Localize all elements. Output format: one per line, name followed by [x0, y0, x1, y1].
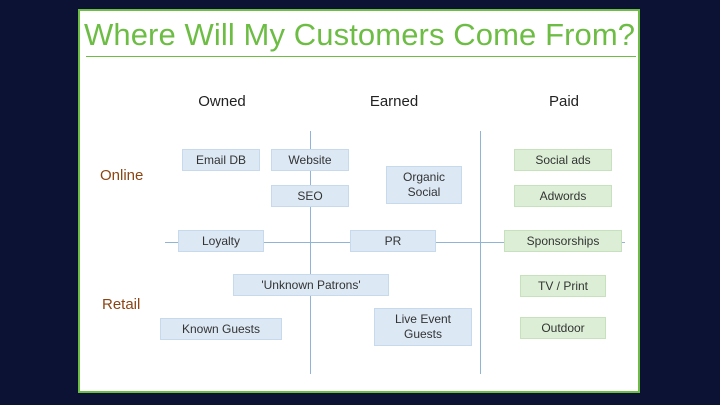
item-tv-print: TV / Print — [520, 275, 606, 297]
slide: Where Will My Customers Come From? Owned… — [78, 9, 640, 393]
item-live-event-guests-line1: Live Event — [394, 312, 452, 326]
item-website: Website — [271, 149, 349, 171]
row-header-online: Online — [100, 167, 144, 184]
item-social-ads-label: Social ads — [535, 152, 591, 167]
title-divider — [86, 56, 636, 57]
item-sponsorships-label: Sponsorships — [526, 233, 600, 248]
item-known-guests-label: Known Guests — [181, 321, 261, 336]
item-unknown-patrons-label: 'Unknown Patrons' — [261, 277, 361, 292]
row-header-retail: Retail — [102, 296, 141, 313]
item-seo-label: SEO — [297, 188, 323, 203]
slide-title: Where Will My Customers Come From? — [84, 17, 636, 52]
item-adwords: Adwords — [514, 185, 612, 207]
item-adwords-label: Adwords — [539, 188, 587, 203]
item-pr: PR — [350, 230, 436, 252]
item-loyalty: Loyalty — [178, 230, 264, 252]
column-header-owned: Owned — [198, 93, 246, 110]
item-seo: SEO — [271, 185, 349, 207]
item-known-guests: Known Guests — [160, 318, 282, 340]
item-live-event-guests: Live Event Guests — [374, 308, 472, 346]
item-organic-social: Organic Social — [386, 166, 462, 204]
item-pr-label: PR — [384, 233, 402, 248]
item-organic-social-line2: Social — [407, 185, 441, 199]
item-email-db: Email DB — [182, 149, 260, 171]
item-tv-print-label: TV / Print — [537, 278, 588, 293]
item-sponsorships: Sponsorships — [504, 230, 622, 252]
item-outdoor-label: Outdoor — [541, 320, 585, 335]
item-organic-social-line1: Organic — [402, 170, 446, 184]
vertical-axis-owned-earned — [310, 131, 311, 374]
vertical-axis-earned-paid — [480, 131, 481, 374]
column-header-paid: Paid — [548, 93, 580, 110]
item-live-event-guests-line2: Guests — [403, 327, 442, 341]
item-unknown-patrons: 'Unknown Patrons' — [233, 274, 389, 296]
item-social-ads: Social ads — [514, 149, 612, 171]
item-loyalty-label: Loyalty — [201, 233, 241, 248]
item-website-label: Website — [288, 152, 332, 167]
item-outdoor: Outdoor — [520, 317, 606, 339]
column-header-earned: Earned — [369, 93, 419, 110]
item-email-db-label: Email DB — [195, 152, 246, 167]
